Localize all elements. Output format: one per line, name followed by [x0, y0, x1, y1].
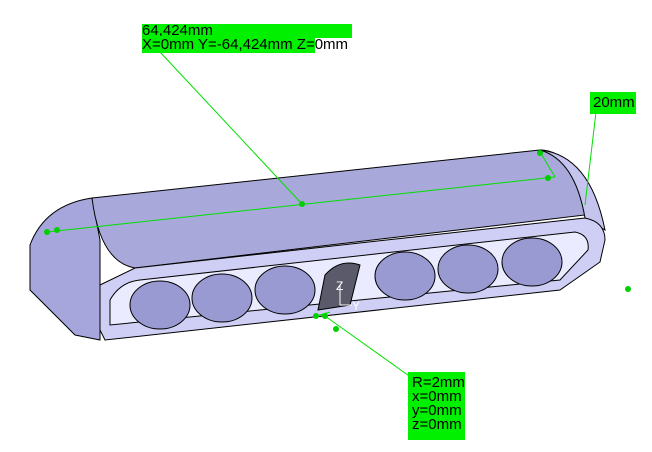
dimension-point — [545, 175, 551, 181]
holes — [129, 237, 563, 330]
axis-y-label: Y — [352, 299, 360, 313]
axis-triad — [339, 285, 352, 306]
hole — [437, 244, 499, 294]
dimension-point — [299, 201, 305, 207]
width-annotation[interactable]: 20mm — [590, 92, 636, 114]
dimension-points — [44, 150, 631, 332]
hole — [254, 265, 316, 315]
radius-value: R=2mm — [412, 374, 465, 391]
length-value: 64,424mm — [142, 23, 352, 38]
dimension-point — [54, 227, 60, 233]
radius-y: y=0mm — [412, 402, 462, 419]
dimension-point — [537, 150, 543, 156]
width-dimension-line — [539, 151, 556, 178]
dimension-point — [625, 286, 631, 292]
radius-x: x=0mm — [412, 388, 462, 405]
right-end-face — [539, 149, 606, 232]
hole — [501, 237, 563, 287]
hole — [191, 273, 253, 323]
dimension-point — [44, 229, 50, 235]
radius-z: z=0mm — [412, 416, 462, 433]
radius-leader-line — [324, 315, 413, 379]
dimension-point — [333, 326, 339, 332]
axis-z-label: Z — [336, 279, 343, 293]
hole — [129, 280, 191, 330]
dimension-point — [322, 313, 328, 319]
left-end-face — [29, 197, 101, 341]
length-coords: X=0mm Y=-64,424mm Z= — [142, 36, 315, 53]
pin-cylinder — [317, 262, 361, 311]
dimension-point — [313, 313, 319, 319]
hole — [374, 251, 436, 301]
width-leader-line — [584, 111, 597, 206]
length-leader-line — [159, 51, 303, 205]
length-coords-tail: 0mm — [314, 36, 349, 53]
